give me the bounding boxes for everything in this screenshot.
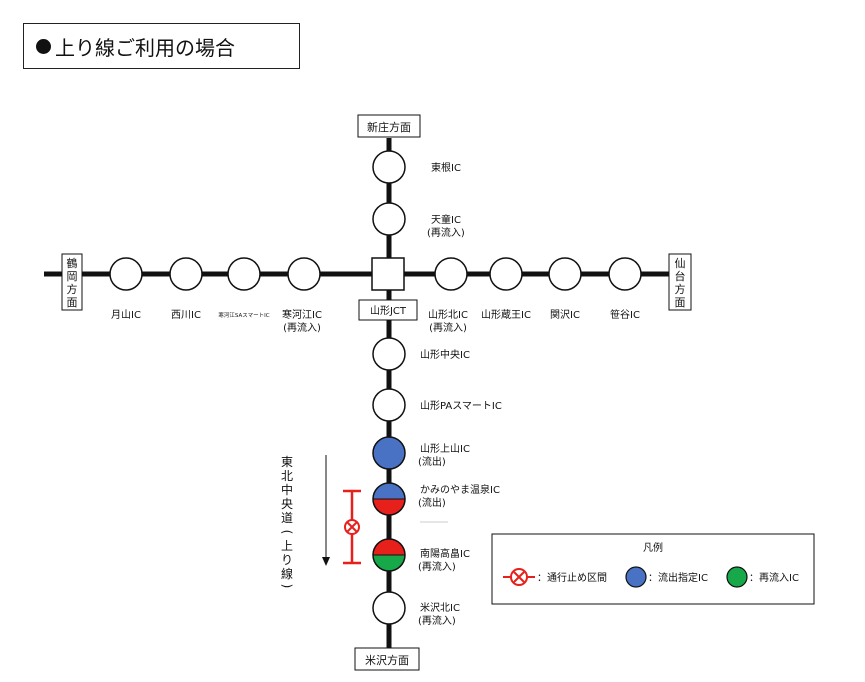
legend-reentry-label: ：再流入IC (749, 571, 799, 584)
direction-north-label: 新庄方面 (367, 120, 411, 134)
route-label-char: 道 (281, 511, 293, 525)
east-ic-2: 関沢IC (548, 257, 582, 321)
east-ic-0: 山形北IC (再流入) (428, 257, 468, 334)
ic-label: 笹谷IC (610, 308, 640, 321)
ic-label: 山形PAスマートIC (420, 400, 502, 412)
north-ic-1: 天童IC (再流入) (372, 202, 465, 239)
south-ic-2-exit: 山形上山IC (流出) (372, 436, 470, 470)
junction-label: 山形JCT (370, 305, 407, 317)
ic-label: 山形北IC (428, 309, 468, 321)
ic-label: 月山IC (111, 309, 141, 321)
page-title-text: 上り線ご利用の場合 (55, 35, 235, 60)
west-ic-1: 西川IC (169, 257, 203, 321)
route-direction-arrow (322, 455, 330, 566)
legend-exit-label: ：流出指定IC (648, 571, 708, 584)
junction-jct: 山形JCT (358, 257, 418, 321)
ic-label: 関沢IC (550, 308, 580, 321)
ic-sublabel: (再流入) (418, 614, 456, 627)
route-label-char: 東 (281, 455, 293, 469)
ic-sublabel: (再流入) (427, 226, 465, 239)
route-label-char: 上 (281, 539, 293, 553)
legend-closed-icon (503, 568, 535, 586)
direction-west-char: 鶴 (67, 256, 78, 270)
south-ic-1: 山形PAスマートIC (372, 388, 502, 422)
route-label-vertical: 東 北 中 央 道 ( 上 り 線 ) (280, 455, 294, 588)
route-label-char: 央 (281, 497, 293, 511)
ic-label: かみのやま温泉IC (420, 483, 500, 496)
direction-east-char: 方 (675, 282, 686, 296)
direction-north: 新庄方面 (357, 114, 421, 138)
direction-west-char: 方 (67, 282, 78, 296)
route-label-char: 中 (281, 482, 293, 497)
closed-section-marker (343, 489, 361, 565)
legend-reentry-icon (726, 566, 748, 588)
ic-label: 米沢北IC (420, 601, 460, 614)
ic-label: 山形中央IC (420, 348, 470, 361)
east-ic-1: 山形蔵王IC (481, 257, 531, 321)
route-label-char: ( (280, 530, 294, 535)
south-ic-5: 米沢北IC (再流入) (372, 591, 460, 627)
direction-south: 米沢方面 (354, 647, 420, 671)
north-ic-0: 東根IC (372, 150, 461, 184)
direction-west: 鶴 岡 方 面 (61, 253, 83, 311)
south-ic-0: 山形中央IC (372, 337, 470, 371)
east-ic-3: 笹谷IC (608, 257, 642, 321)
ic-sublabel: (再流入) (429, 321, 467, 334)
west-ic-2: 寒河江SAスマートIC (218, 257, 270, 319)
legend-title: 凡例 (643, 541, 663, 554)
ic-label: 南陽高畠IC (420, 547, 470, 560)
direction-south-label: 米沢方面 (365, 653, 409, 667)
south-ic-3-exit-closed: かみのやま温泉IC (流出) (372, 482, 500, 516)
ic-label: 山形蔵王IC (481, 308, 531, 321)
ic-label: 西川IC (171, 310, 201, 321)
legend: 凡例 ：通行止め区間 ：流出指定IC ：再流入IC (491, 533, 815, 605)
ic-sublabel: (流出) (418, 496, 446, 509)
south-ic-4-closed-reentry: 南陽高畠IC (再流入) (372, 538, 470, 573)
route-label-char: り (281, 553, 293, 567)
direction-east: 仙 台 方 面 (668, 253, 692, 311)
route-label-char: 線 (281, 566, 293, 581)
page-title: 上り線ご利用の場合 (23, 23, 300, 69)
direction-east-char: 仙 (675, 257, 686, 270)
ic-label: 東根IC (431, 161, 461, 174)
ic-sublabel: (再流入) (283, 321, 321, 334)
ic-sublabel: (流出) (418, 455, 446, 468)
ic-label: 寒河江SAスマートIC (218, 311, 269, 319)
ic-label: 寒河江IC (282, 308, 322, 321)
direction-east-char: 面 (675, 296, 686, 309)
ic-label: 天童IC (431, 213, 461, 226)
direction-east-char: 台 (675, 269, 686, 283)
bullet-dot-icon (36, 38, 51, 54)
direction-west-char: 岡 (67, 270, 78, 283)
route-label-char: ) (280, 584, 294, 589)
legend-closed-label: ：通行止め区間 (537, 571, 607, 584)
ic-sublabel: (再流入) (418, 560, 456, 573)
route-label-char: 北 (281, 469, 293, 483)
ic-label: 山形上山IC (420, 443, 470, 455)
west-ic-3: 寒河江IC (再流入) (282, 257, 322, 334)
direction-west-char: 面 (67, 296, 78, 309)
legend-exit-icon (625, 566, 647, 588)
west-ic-0: 月山IC (109, 257, 143, 321)
